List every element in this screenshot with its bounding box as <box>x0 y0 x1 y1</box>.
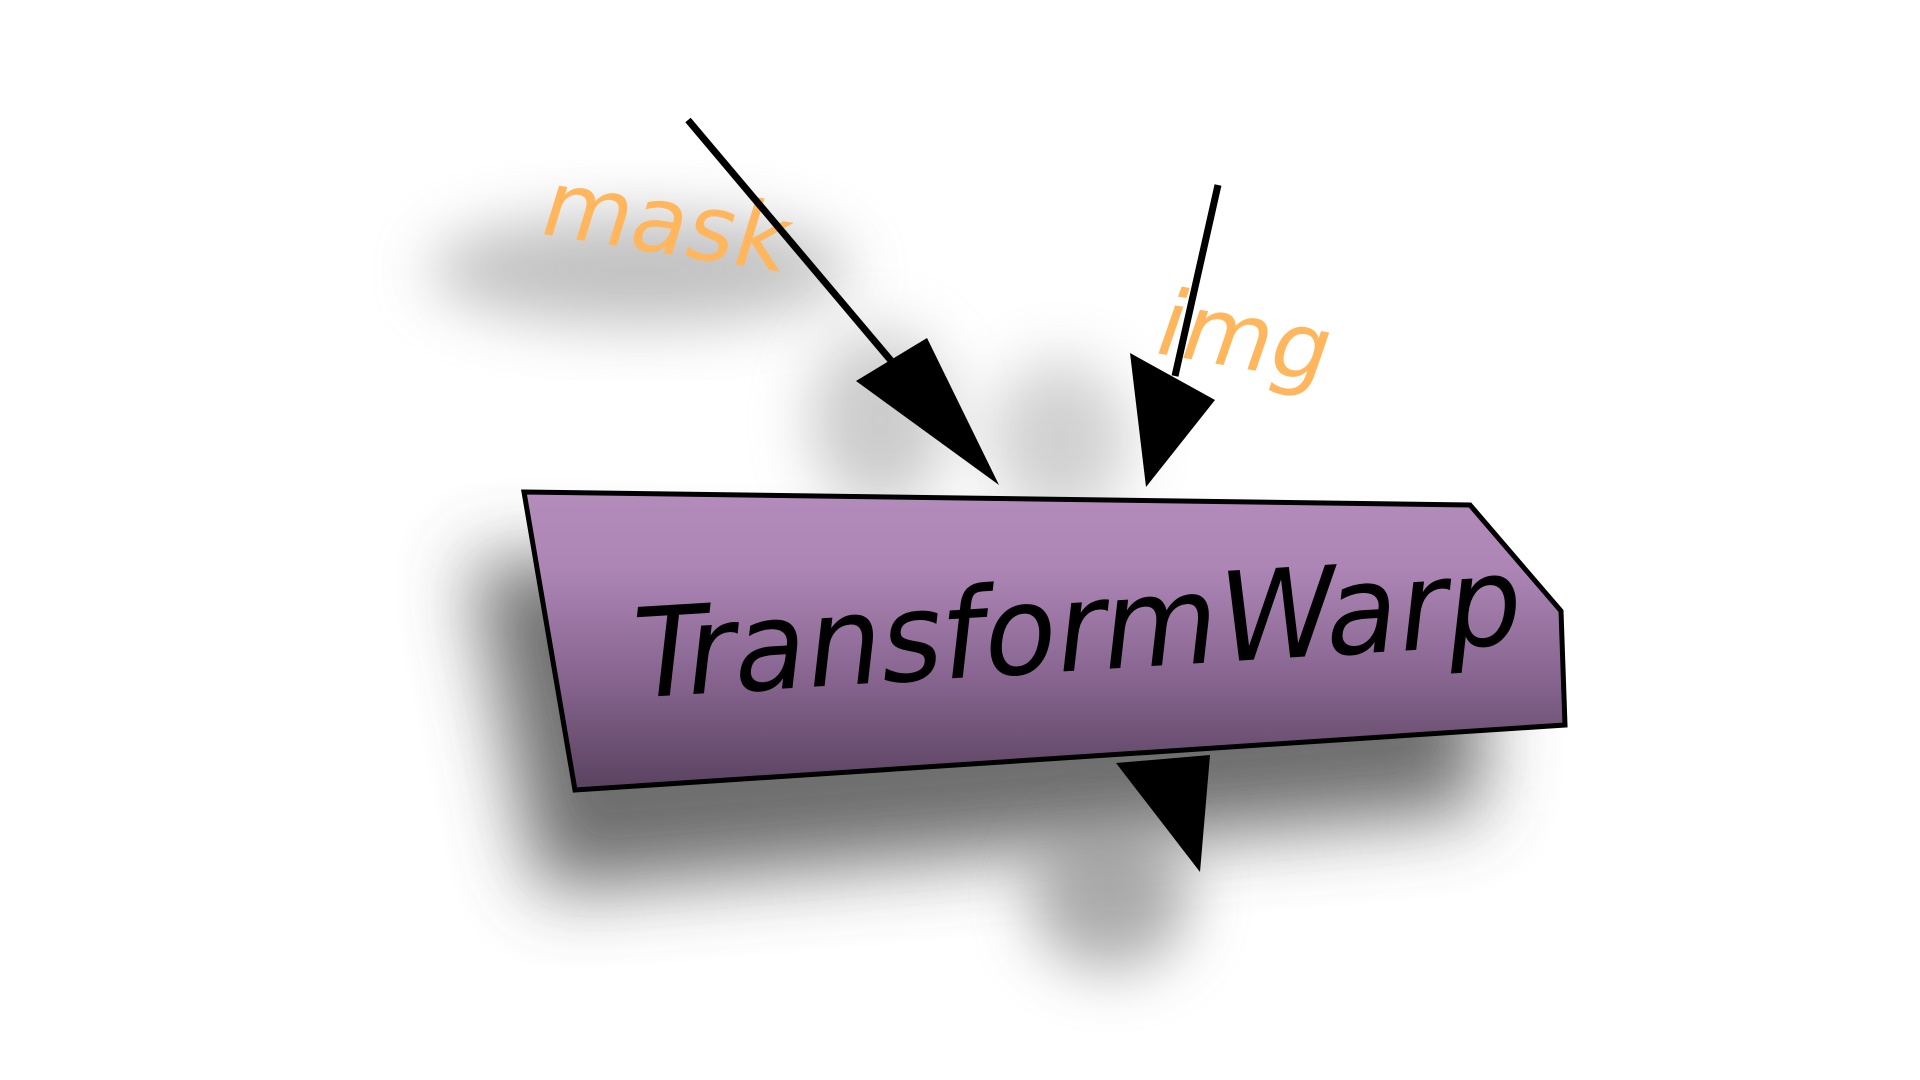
node-transformwarp[interactable]: TransformWarp <box>521 489 1568 793</box>
arrowhead-mask-icon <box>856 338 999 485</box>
output-port[interactable] <box>1116 755 1210 872</box>
arrowhead-output-icon <box>1116 755 1210 872</box>
edge-img[interactable] <box>1130 184 1222 487</box>
edge-mask-line <box>685 117 896 366</box>
node-body <box>521 489 1568 793</box>
edge-mask[interactable] <box>685 117 999 485</box>
img-arrow-shadow <box>990 360 1130 520</box>
arrowhead-img-icon <box>1130 353 1215 487</box>
output-arrow-shadow <box>1030 830 1190 970</box>
mask-label-shadow <box>430 215 850 325</box>
edge-img-line <box>1171 184 1222 377</box>
